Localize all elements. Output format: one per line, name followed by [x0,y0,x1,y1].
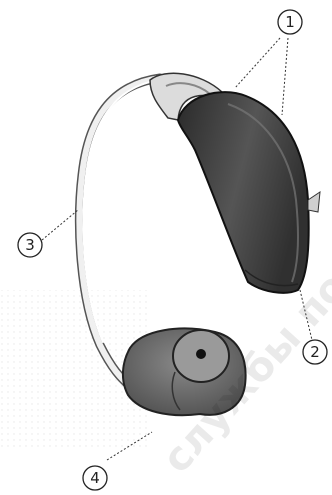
sound-outlet-hole [196,349,206,359]
callout-4-label: 4 [90,469,100,487]
callout-4: 4 [83,466,107,490]
callout-3: 3 [18,233,42,257]
callout-2-label: 2 [310,343,320,361]
callout-2: 2 [303,340,327,364]
callout-3-label: 3 [25,236,35,254]
hearing-aid-body [178,92,320,293]
callout-1-label: 1 [285,13,295,31]
callout-1: 1 [278,10,302,34]
